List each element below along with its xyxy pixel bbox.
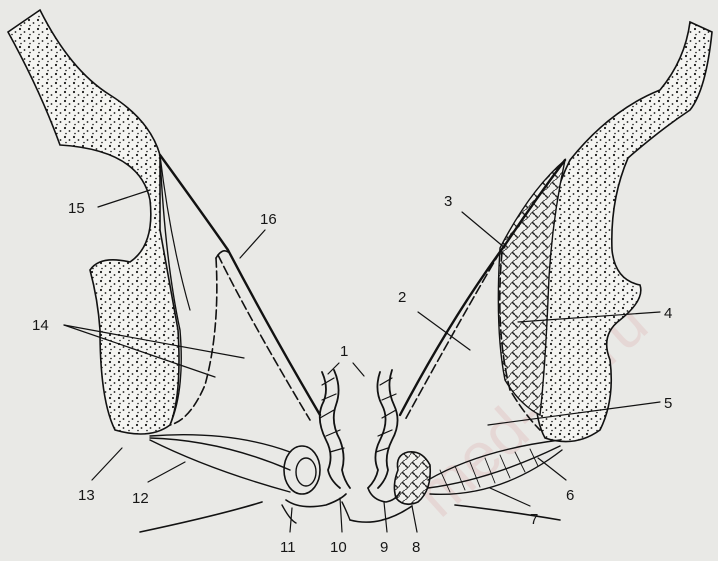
label-13: 13	[78, 487, 95, 504]
label-7: 7	[530, 511, 538, 528]
left-levator-ani-cap	[216, 251, 228, 258]
label-1-left: 1	[340, 343, 348, 360]
label-6: 6	[566, 487, 574, 504]
right-organ-wall	[368, 372, 386, 488]
label-10: 10	[330, 539, 347, 556]
left-organ-wall	[320, 372, 340, 488]
left-pelvic-bone	[8, 10, 179, 434]
label-15: 15	[68, 200, 85, 217]
left-bulb-inner	[296, 458, 316, 486]
left-perineal-membrane	[286, 494, 346, 507]
label-11: 11	[280, 539, 296, 556]
left-levator-ani-outer	[160, 155, 320, 415]
label-12: 12	[132, 490, 149, 507]
right-levator-ani-inner	[405, 252, 500, 420]
label-2: 2	[398, 289, 406, 306]
label-8: 8	[412, 539, 420, 556]
label-5: 5	[664, 395, 672, 412]
right-organ-wall-inner	[378, 370, 398, 488]
perineal-skin-line	[140, 502, 560, 532]
left-ischiocavernosus	[150, 435, 290, 492]
label-14: 14	[32, 317, 49, 334]
left-organ-wall-inner	[334, 370, 350, 488]
label-9: 9	[380, 539, 388, 556]
label-4: 4	[664, 305, 672, 322]
label-3: 3	[444, 193, 452, 210]
left-levator-ani-inner	[218, 255, 310, 420]
right-pelvic-bone	[536, 22, 712, 442]
label-16: 16	[260, 211, 277, 228]
